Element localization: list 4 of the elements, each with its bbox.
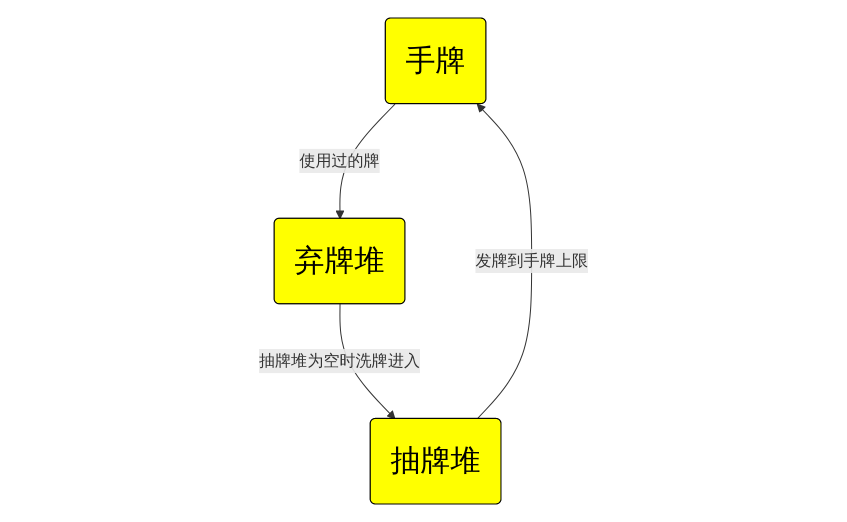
edge-label: 使用过的牌 [299, 150, 380, 170]
edge-label: 发牌到手牌上限 [475, 250, 588, 270]
arrow [476, 104, 532, 420]
edge-label: 抽牌堆为空时洗牌进入 [259, 351, 420, 370]
